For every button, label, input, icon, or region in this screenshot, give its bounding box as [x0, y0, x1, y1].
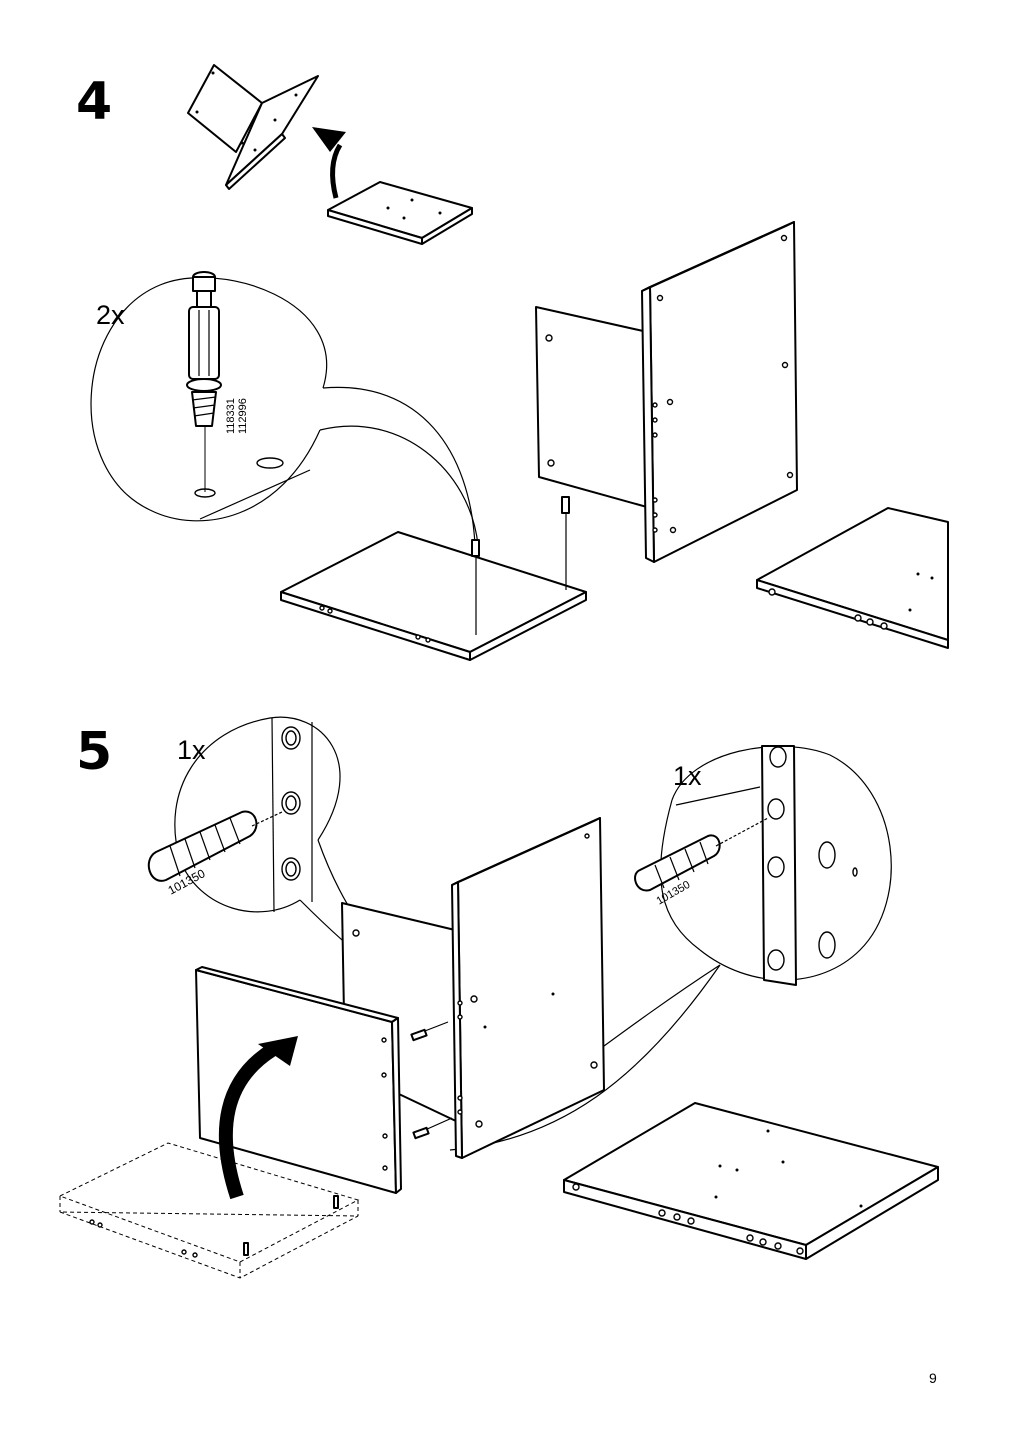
step-4-number: 4 — [76, 72, 113, 132]
step-5-left-quantity: 1x — [177, 735, 206, 765]
step-5-side-assembly — [341, 817, 605, 1159]
step-5-number: 5 — [76, 722, 113, 782]
rotate-arrow-icon — [312, 127, 346, 199]
right-partial-panel — [756, 507, 949, 649]
wooden-dowel-icon — [147, 810, 283, 882]
step-4-quantity: 2x — [96, 300, 125, 330]
rotate-arrow-icon — [218, 1036, 298, 1200]
step-4-detail-callout — [90, 277, 479, 546]
wooden-dowel-icon — [634, 817, 769, 892]
dashed-base-outline — [58, 1142, 360, 1279]
folded-panels-icon — [187, 64, 319, 190]
front-panel — [195, 966, 402, 1194]
base-panel — [280, 496, 587, 661]
page-number: 9 — [929, 1370, 937, 1386]
step-5-shelf-panel — [563, 1102, 939, 1260]
step-5-right-quantity: 1x — [673, 761, 702, 791]
cam-lock-bolt-icon — [186, 271, 222, 427]
side-panel-assembly — [535, 221, 798, 563]
flat-small-panel — [327, 181, 473, 245]
step-5-right-callout — [449, 745, 892, 1151]
